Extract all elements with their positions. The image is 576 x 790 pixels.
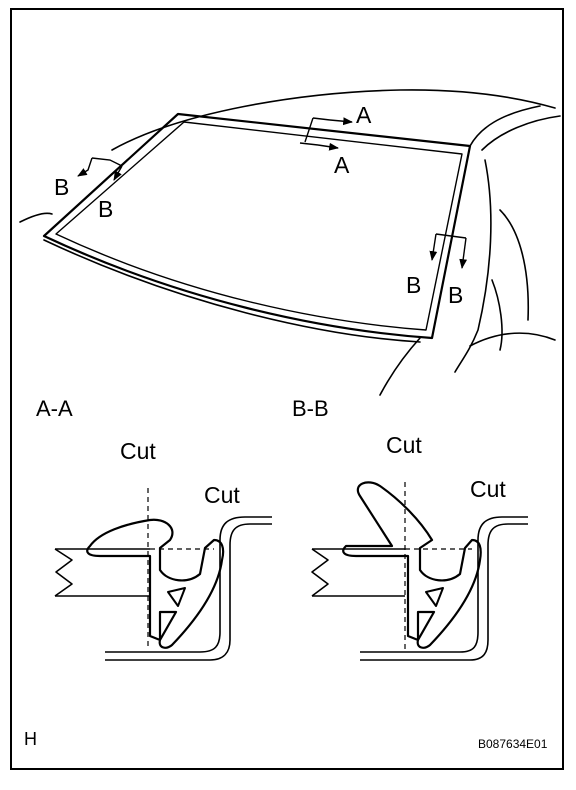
- view-marker-b-right-inner: B: [448, 282, 464, 308]
- weatherstrip-b-hole: [425, 587, 444, 607]
- view-marker-b-left-outer: B: [54, 174, 70, 200]
- section-marker-a: [299, 117, 353, 151]
- section-title-b: B-B: [292, 396, 329, 421]
- windshield-view: [19, 89, 561, 396]
- fender-line: [379, 337, 421, 396]
- a-pillar: [469, 105, 541, 147]
- cut-label-b-center: Cut: [386, 432, 422, 458]
- view-marker-b-right-outer: B: [406, 272, 422, 298]
- glass-break-a: [54, 548, 73, 597]
- section-marker-b-right: [429, 233, 468, 269]
- section-b-drawing: [311, 481, 528, 661]
- door-window-lower: [454, 159, 492, 373]
- door-window-edge: [481, 115, 561, 151]
- figure-frame: [10, 8, 564, 770]
- weatherstrip-a-hole: [167, 587, 186, 607]
- cut-label-a-side: Cut: [204, 482, 240, 508]
- section-marker-b-left: [77, 157, 123, 181]
- cowl-line: [43, 239, 421, 343]
- body-panel-a-inner: [105, 523, 272, 661]
- side-contour: [469, 332, 556, 347]
- view-marker-a-upper: A: [356, 102, 372, 128]
- glass-a: [55, 548, 150, 597]
- body-panel-b: [360, 516, 528, 653]
- roof-outline: [111, 89, 556, 151]
- windshield-outer-frame: [42, 112, 472, 340]
- corner-mark: H: [24, 729, 37, 749]
- glass-break-b: [311, 548, 329, 597]
- view-marker-a-lower: A: [334, 152, 350, 178]
- door-line-2: [491, 279, 503, 351]
- section-a-drawing: [54, 488, 272, 661]
- body-panel-b-inner: [360, 523, 528, 661]
- door-line-1: [499, 209, 530, 321]
- cut-label-a-center: Cut: [120, 438, 156, 464]
- weatherstrip-b: [342, 481, 482, 649]
- section-title-a: A-A: [36, 396, 73, 421]
- figure-code: B087634E01: [478, 737, 548, 751]
- hood-outline: [19, 212, 53, 223]
- body-panel-a: [105, 516, 272, 653]
- cut-label-b-side: Cut: [470, 476, 506, 502]
- weatherstrip-a: [86, 518, 225, 649]
- view-marker-b-left-inner: B: [98, 196, 114, 222]
- glass-b: [312, 548, 405, 597]
- windshield-inner-frame: [55, 121, 463, 331]
